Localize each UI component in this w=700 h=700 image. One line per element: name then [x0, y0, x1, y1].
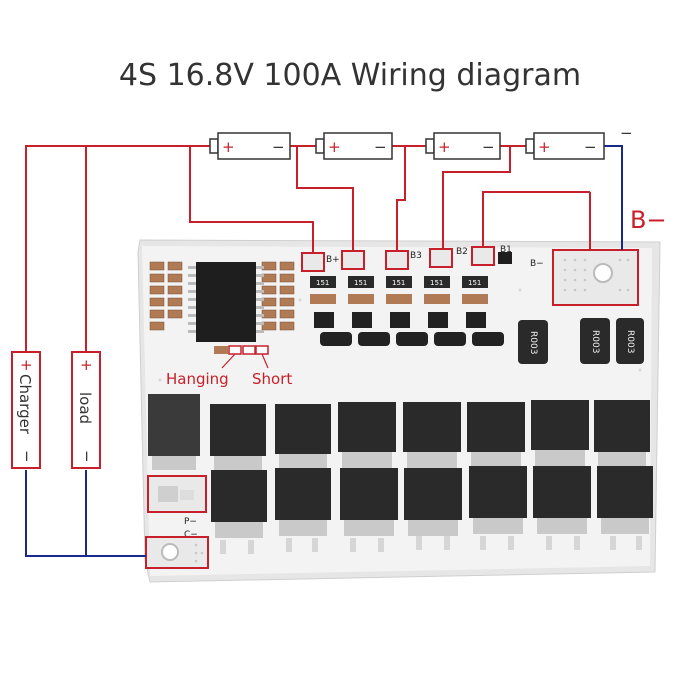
battery-cell — [209, 132, 291, 160]
pad-b3 — [385, 250, 409, 270]
b4-wire — [296, 146, 354, 251]
balance-transistors — [314, 312, 504, 346]
mosfet — [404, 468, 462, 536]
pad-b3b — [429, 248, 453, 268]
b3-wire — [396, 146, 406, 251]
label-b-minus-pad: B− — [530, 259, 544, 269]
charger-box — [11, 351, 41, 469]
charger-positive-wire — [25, 145, 210, 355]
mosfet — [533, 466, 591, 534]
mosfet — [597, 466, 653, 534]
mosfet — [275, 468, 331, 536]
shunt-marking: R003 — [528, 331, 538, 354]
shunt-resistors — [518, 318, 644, 364]
pad-b4 — [341, 250, 365, 270]
shunt-marking: R003 — [625, 330, 635, 353]
battery-minus-label: − — [482, 138, 495, 156]
pad-b1 — [498, 252, 512, 264]
mosfet — [338, 402, 396, 468]
charger-negative-wire — [25, 470, 146, 557]
left-resistor-column — [149, 261, 183, 331]
jumper-short-label: Short — [252, 370, 292, 388]
mosfet — [211, 470, 267, 538]
pad-b-plus — [301, 252, 325, 272]
resistor-marking: 151 — [354, 279, 367, 287]
resistor-marking: 151 — [430, 279, 443, 287]
battery-cell — [315, 132, 393, 160]
p-minus-pad — [147, 475, 207, 513]
label-b-plus: B+ — [326, 255, 340, 265]
b-minus-main-pad — [552, 249, 639, 306]
b2-wire — [442, 146, 511, 249]
load-label: load — [76, 392, 94, 424]
c-minus-pad — [145, 536, 209, 569]
battery-plus-label: + — [328, 138, 341, 156]
resistor-marking: 151 — [392, 279, 405, 287]
load-plus-label: + — [80, 356, 93, 374]
load-minus-label: − — [78, 450, 96, 463]
pack-negative-terminal: − — [620, 124, 633, 142]
b1-wire — [482, 191, 590, 247]
battery-cell — [525, 132, 605, 160]
battery-minus-label: − — [272, 138, 285, 156]
mosfet-legs — [220, 536, 642, 554]
battery-plus-label: + — [438, 138, 451, 156]
b-minus-label: B− — [630, 206, 667, 234]
mosfet-row-top — [148, 394, 650, 472]
wiring — [25, 145, 623, 557]
battery-plus-label: + — [222, 138, 235, 156]
diagram-title: 4S 16.8V 100A Wiring diagram — [118, 58, 582, 93]
label-b1: B1 — [500, 245, 512, 255]
label-b3: B3 — [410, 251, 422, 261]
resistor-marking: 151 — [468, 279, 481, 287]
mosfet — [469, 466, 527, 534]
battery-negative-wire — [604, 145, 623, 250]
bms-ic-chip — [188, 262, 264, 342]
mosfet-row-bottom — [211, 466, 653, 538]
balance-resistors — [310, 276, 488, 304]
charger-plus-label: + — [20, 356, 33, 374]
jumper-pads — [214, 345, 269, 369]
mosfet — [340, 468, 398, 536]
battery-plus-label: + — [538, 138, 551, 156]
resistor-marking: 151 — [316, 279, 329, 287]
pad-b2 — [471, 246, 495, 266]
charger-label: Charger — [16, 374, 34, 435]
mosfet — [594, 400, 650, 466]
mosfet — [148, 394, 200, 470]
load-box — [71, 351, 101, 469]
label-p-minus: P− — [184, 517, 197, 527]
b-plus-wire — [189, 146, 314, 253]
right-resistor-column — [261, 261, 295, 331]
label-c-minus: C− — [184, 530, 198, 540]
battery-minus-label: − — [584, 138, 597, 156]
label-b2: B2 — [456, 247, 468, 257]
mosfet — [403, 402, 461, 468]
mosfet — [210, 404, 266, 472]
battery-cell — [425, 132, 501, 160]
mosfet — [531, 400, 589, 466]
charger-minus-label: − — [18, 450, 36, 463]
mosfet — [275, 404, 331, 470]
battery-minus-label: − — [374, 138, 387, 156]
jumper-hanging-label: Hanging — [166, 370, 229, 388]
mosfet — [467, 402, 525, 468]
shunt-marking: R003 — [590, 330, 600, 353]
